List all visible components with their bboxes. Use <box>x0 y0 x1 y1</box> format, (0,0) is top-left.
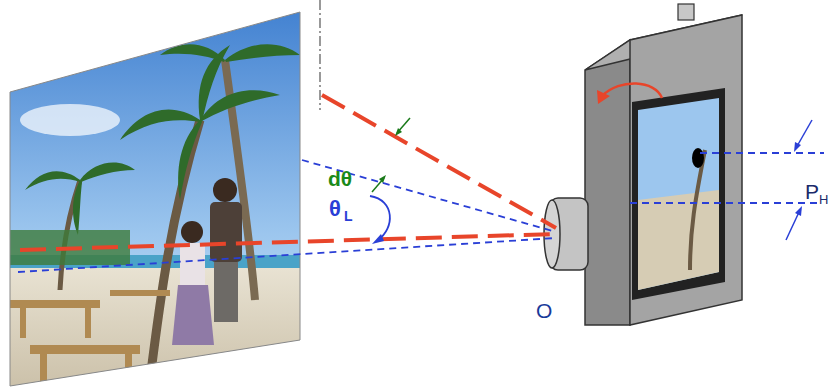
angle-symbol: θ <box>328 198 342 220</box>
camera <box>544 4 742 325</box>
sight-lines <box>18 95 824 272</box>
rotation-arrow <box>602 83 662 98</box>
origin-label: O <box>535 300 553 321</box>
beach-photo <box>0 0 310 389</box>
plane-label: P <box>804 181 820 202</box>
angle-arc <box>370 196 390 240</box>
angle-increment-label: dθ <box>327 168 353 189</box>
angle-subscript: L <box>343 209 354 223</box>
plane-subscript: H <box>818 193 829 206</box>
axis-line <box>319 0 320 110</box>
